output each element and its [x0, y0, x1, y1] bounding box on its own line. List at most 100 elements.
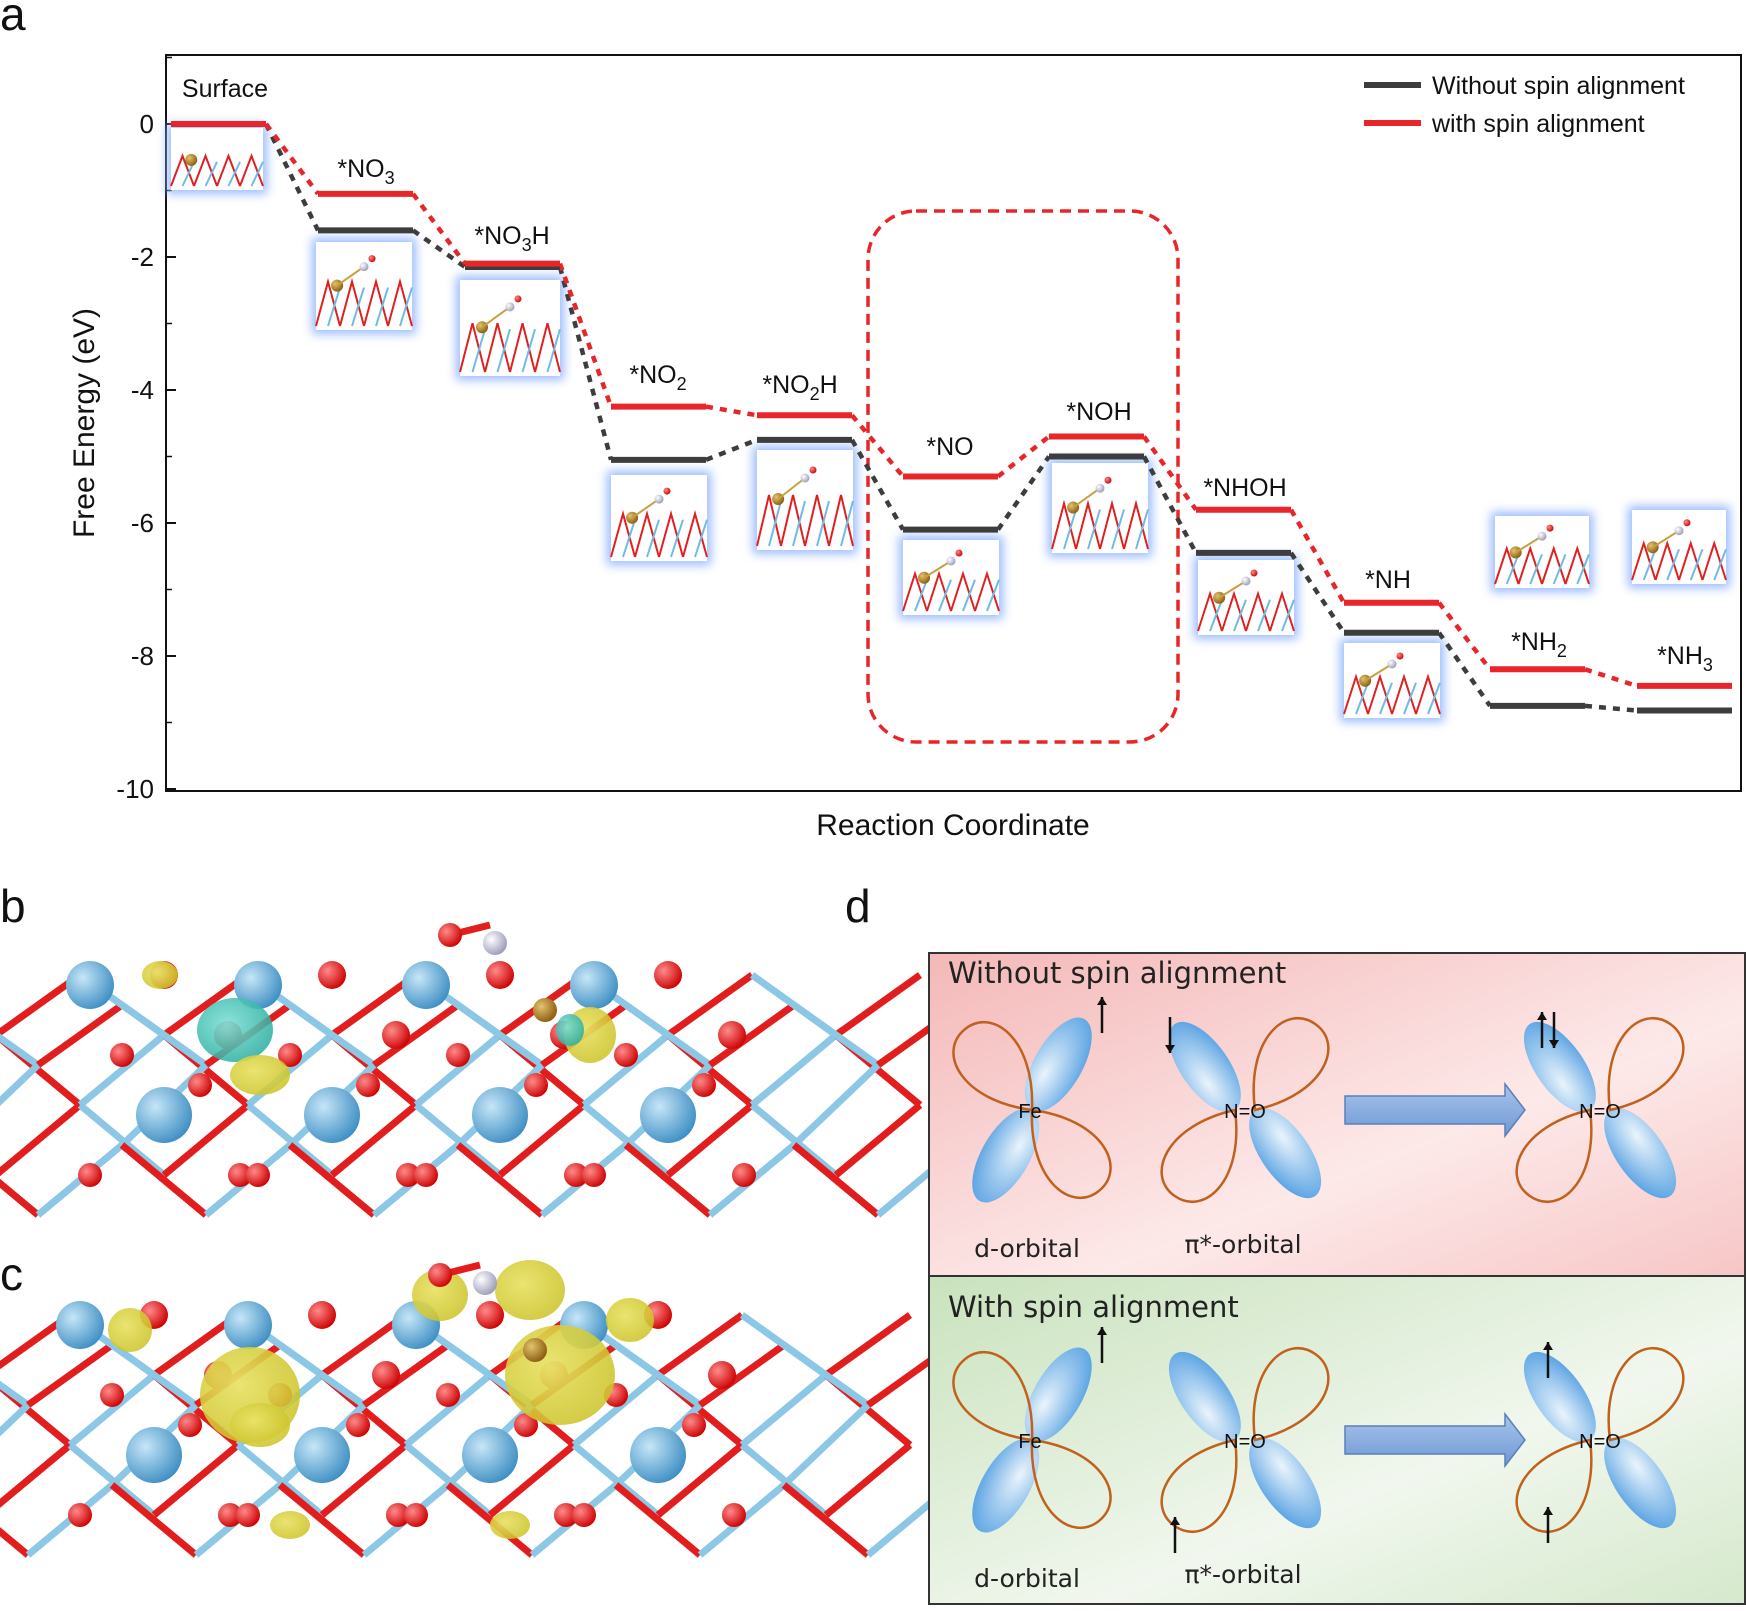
- orbital-lobe-outline: [1607, 1347, 1685, 1442]
- isosurface-yellow: [505, 1325, 615, 1425]
- lattice-bonds-blue: [471, 328, 561, 373]
- lattice-bond: [161, 1102, 251, 1178]
- lattice-bond: [0, 1402, 31, 1437]
- oxygen-atom: [654, 961, 682, 989]
- highlight-region: [866, 209, 1180, 744]
- state-label-main: *NO: [474, 222, 521, 250]
- orbital-lobe-filled: [1604, 1437, 1677, 1529]
- state-label: *NHOH: [1203, 474, 1286, 502]
- isosurface-yellow: [230, 1055, 290, 1095]
- adsorbate-nitrogen: [483, 931, 507, 955]
- lattice-bond: [403, 1372, 493, 1448]
- adsorbate-atom: [1396, 652, 1404, 660]
- lattice-bonds-red: [756, 494, 854, 547]
- lattice-bond: [613, 1342, 703, 1408]
- connector-line: [1142, 435, 1198, 512]
- oxygen-atom: [404, 1503, 428, 1527]
- d-orbital-caption: d-orbital: [974, 1234, 1080, 1263]
- double-bond: =: [1239, 1431, 1251, 1453]
- energy-diagram: 0-2-4-6-8-10 Surface*NO3*NO3H*NO2*NO2H*N…: [68, 54, 1742, 842]
- metal-atom: [630, 1427, 686, 1483]
- lattice-bond: [403, 1442, 493, 1518]
- lattice-bond: [697, 1342, 787, 1408]
- y-tick-label: 0: [140, 109, 154, 139]
- y-tick-label: -6: [131, 508, 154, 538]
- oxygen-atom: [68, 1503, 92, 1527]
- oxygen-atom: [178, 1413, 202, 1437]
- n-atom: [1387, 659, 1397, 669]
- o-label: O: [1250, 1101, 1266, 1123]
- lattice-bond: [361, 1342, 451, 1408]
- connector-line: [1289, 508, 1346, 604]
- adsorbate-atom: [1546, 524, 1554, 532]
- double-bond: =: [1239, 1101, 1251, 1123]
- lattice-bond: [119, 1002, 209, 1068]
- lattice-bonds-red: [1343, 673, 1441, 715]
- lattice-bond: [287, 1002, 377, 1068]
- adsorbate-bond: [1364, 663, 1393, 682]
- adsorbate-atom: [1250, 569, 1258, 577]
- structure-thumbnail: [1048, 459, 1152, 557]
- lattice-bond: [739, 1442, 829, 1518]
- lattice-bonds-blue: [622, 519, 708, 558]
- oxygen-atom: [318, 961, 346, 989]
- spin-arrowhead: [1170, 1517, 1180, 1525]
- oxygen-atom: [218, 1503, 242, 1527]
- fe-label: Fe: [1018, 1431, 1041, 1453]
- metal-atom: [570, 961, 618, 1009]
- oxygen-atom: [486, 961, 514, 989]
- connector-line: [264, 122, 320, 196]
- lattice-bonds-blue: [1505, 554, 1590, 585]
- orbital-lobe-outline: [952, 1350, 1034, 1442]
- metal-atom: [294, 1427, 350, 1483]
- orbital-schematic: Without spin alignment With spin alignme…: [928, 952, 1746, 1605]
- spin-arrowhead: [1549, 1040, 1559, 1048]
- connector-line: [1437, 601, 1492, 671]
- oxygen-atom: [78, 1163, 102, 1187]
- isosurface-yellow: [606, 1298, 654, 1342]
- lattice-bond: [707, 1002, 797, 1068]
- oxygen-atom: [386, 1503, 410, 1527]
- adsorbate-bond: [1072, 487, 1101, 509]
- fe-label: Fe: [1018, 1101, 1041, 1123]
- isosurface-yellow: [270, 1511, 310, 1539]
- lattice-bond: [25, 1342, 115, 1408]
- state-label-main: *NOH: [1066, 398, 1131, 426]
- lattice-bonds-red: [315, 277, 413, 327]
- state-label-sub: 3: [385, 168, 395, 188]
- lattice-bond: [571, 1442, 661, 1518]
- lattice-bonds-blue: [1355, 682, 1441, 715]
- title-with: With spin alignment: [948, 1290, 1239, 1324]
- lattice-bond: [319, 1442, 409, 1518]
- double-bond: =: [1594, 1101, 1606, 1123]
- lattice-bond: [0, 1527, 31, 1558]
- lattice-bond: [571, 1372, 661, 1448]
- plot-frame: [165, 54, 1742, 792]
- oxygen-atom: [100, 1383, 124, 1407]
- isosurface-yellow: [108, 1308, 152, 1352]
- state-label-sub: 2: [810, 384, 820, 404]
- orbital-lobe-filled: [1168, 1021, 1241, 1113]
- pi-orbital-caption: π*-orbital: [1184, 1560, 1301, 1589]
- lattice-bonds-blue: [1209, 599, 1295, 632]
- oxygen-atom: [110, 1043, 134, 1067]
- lattice-bond: [77, 1102, 167, 1178]
- y-tick-label: -10: [116, 774, 154, 804]
- orbital-lobe-filled: [1024, 1347, 1092, 1442]
- n-atom: [1095, 483, 1105, 493]
- state-label: Surface: [182, 75, 268, 103]
- connector-line: [1437, 631, 1492, 708]
- oxygen-atom: [228, 1163, 252, 1187]
- orbital-lobe-outline: [1252, 1017, 1330, 1112]
- transition-arrow: [1344, 1081, 1526, 1139]
- lattice-bonds-blue: [914, 579, 1000, 612]
- adsorbate-atom: [1104, 476, 1112, 484]
- lattice-bond: [109, 1482, 199, 1558]
- connector-line: [850, 413, 905, 478]
- fe-atom: [185, 153, 198, 166]
- connector-line: [705, 404, 758, 418]
- oxygen-atom: [436, 1383, 460, 1407]
- state-label-main: *NH: [1657, 642, 1703, 670]
